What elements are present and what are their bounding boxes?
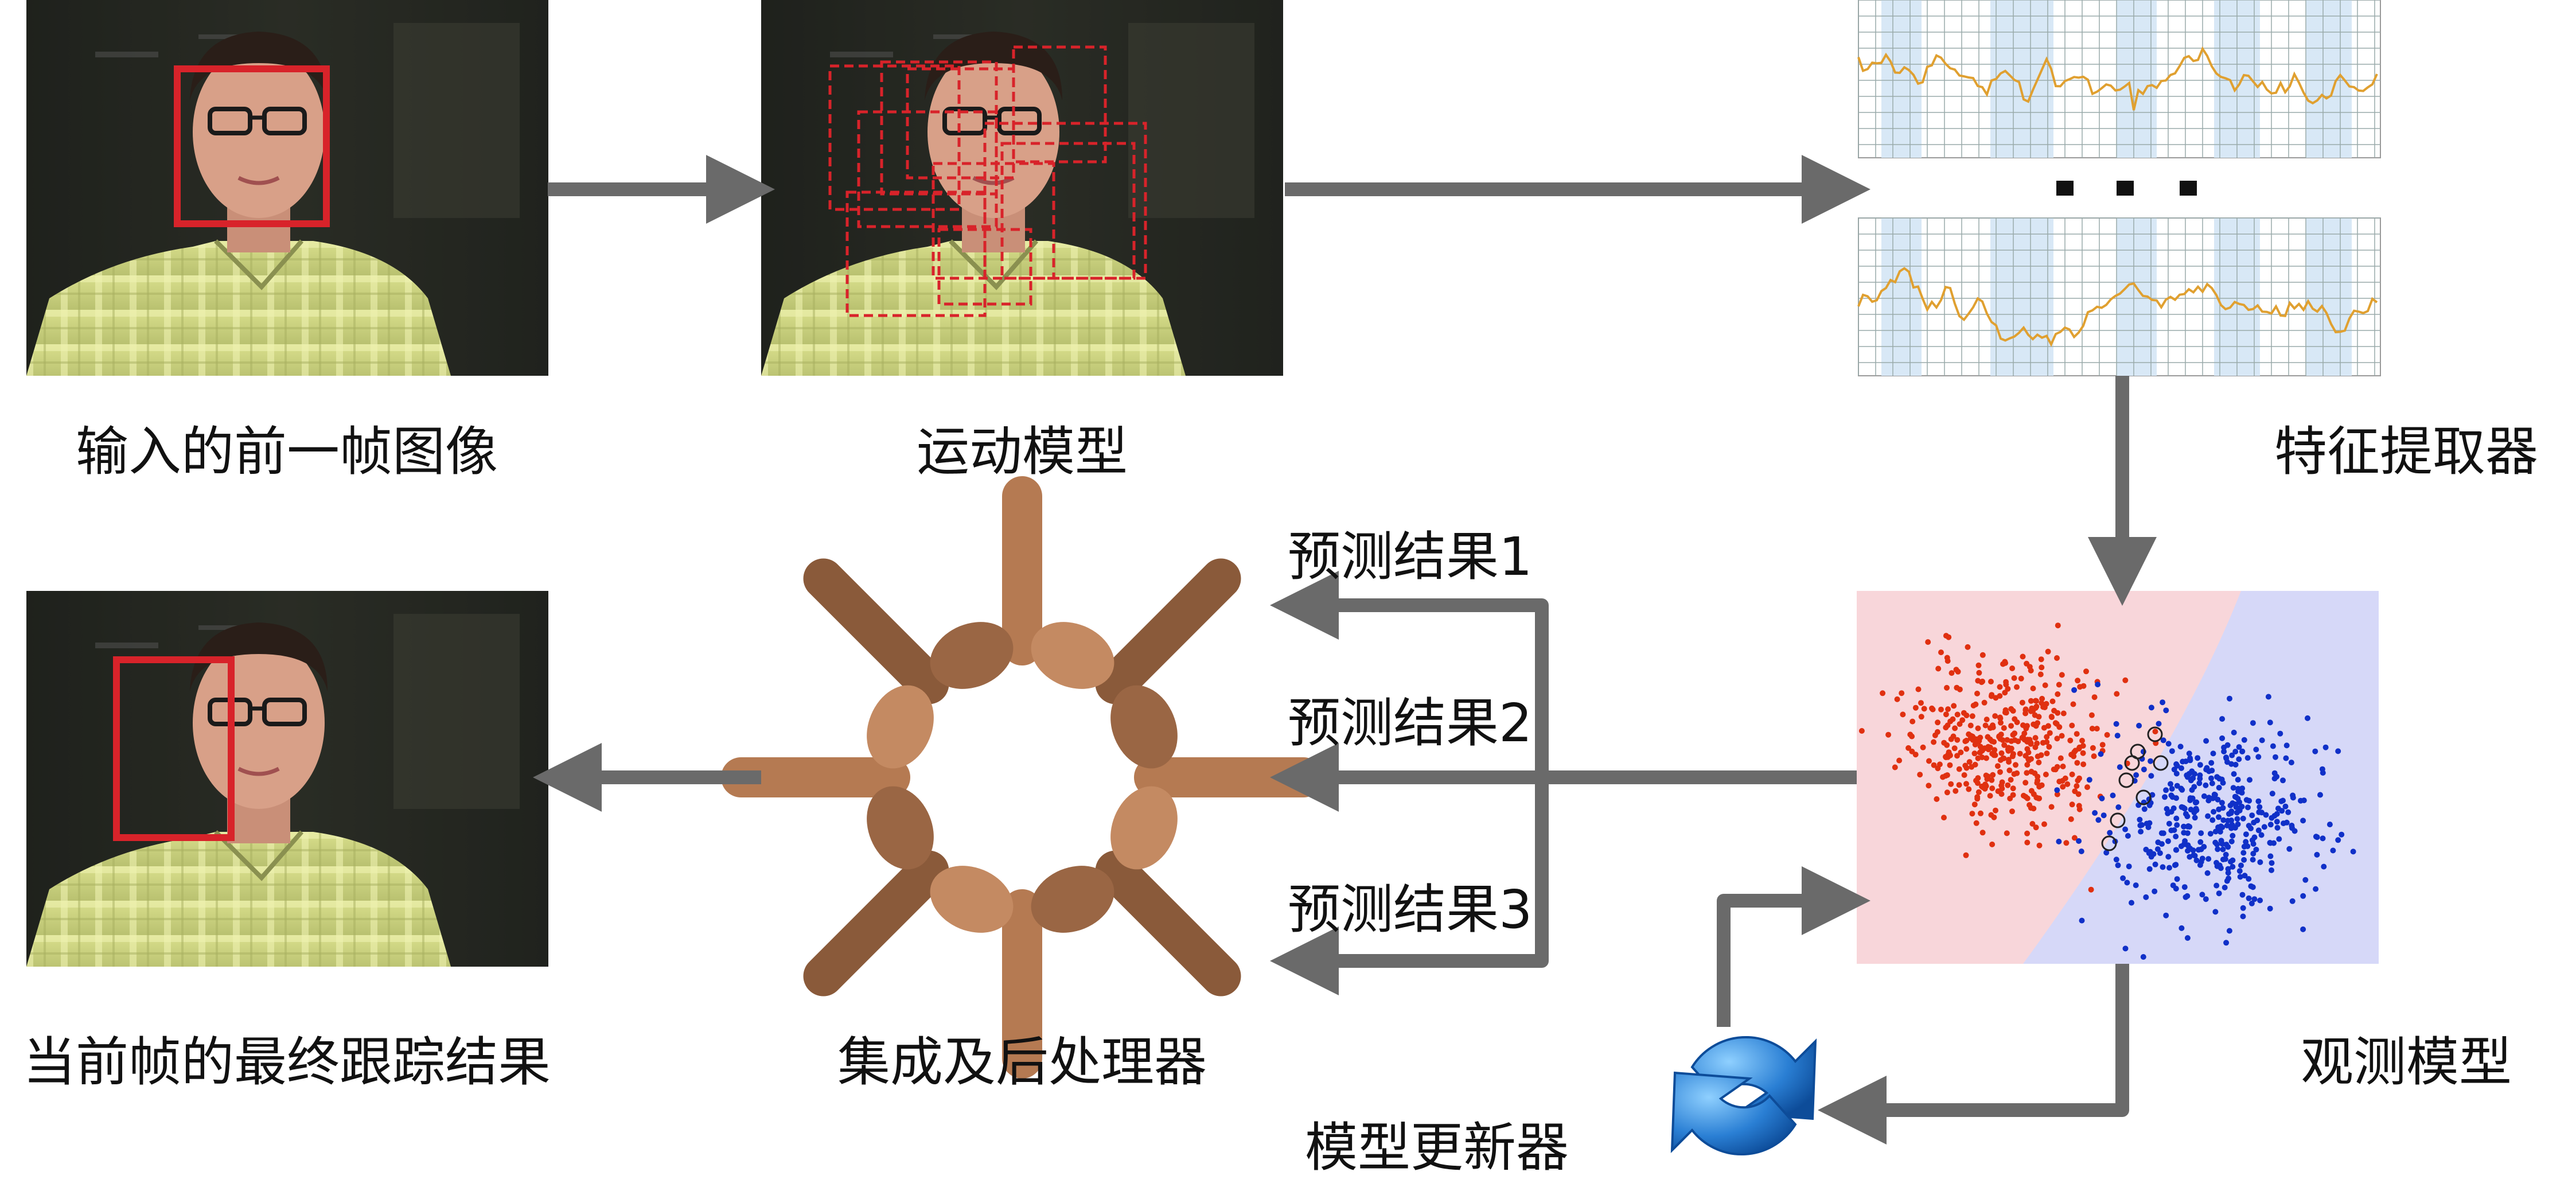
refresh-cycle-icon xyxy=(1670,1036,1817,1156)
final-result-photo xyxy=(26,591,548,967)
label-prediction-2: 预测结果2 xyxy=(1288,692,1533,754)
label-observation-model: 观测模型 xyxy=(2300,1031,2512,1093)
label-feature-extractor: 特征提取器 xyxy=(2274,421,2539,482)
feature-signal-plot xyxy=(1857,0,2381,158)
label-final-result: 当前帧的最终跟踪结果 xyxy=(22,1031,551,1093)
final-face-bounding-box xyxy=(113,656,235,841)
hands-circle-photo xyxy=(721,476,1323,1079)
label-prediction-1: 预测结果1 xyxy=(1288,526,1533,587)
arrow-prediction-1 xyxy=(1270,571,1549,777)
label-input-frame: 输入的前一帧图像 xyxy=(75,421,498,482)
feature-signal-plot-2 xyxy=(1857,217,2381,376)
label-prediction-3: 预测结果3 xyxy=(1288,879,1533,940)
candidate-boxes xyxy=(828,45,1147,317)
label-ensemble-postprocessor: 集成及后处理器 xyxy=(837,1031,1207,1093)
label-model-updater: 模型更新器 xyxy=(1305,1117,1569,1178)
face-bounding-box xyxy=(174,65,330,227)
arrow-observation-to-updater xyxy=(1818,964,2129,1145)
scatter-classifier-plot xyxy=(1857,591,2379,964)
arrow-updater-to-observation xyxy=(1717,866,1870,1027)
label-motion-model: 运动模型 xyxy=(916,421,1128,482)
arrow-prediction-3 xyxy=(1270,777,1549,995)
motion-model-photo xyxy=(761,0,1283,376)
input-frame-photo xyxy=(26,0,548,376)
ellipsis-dots xyxy=(2056,181,2197,196)
